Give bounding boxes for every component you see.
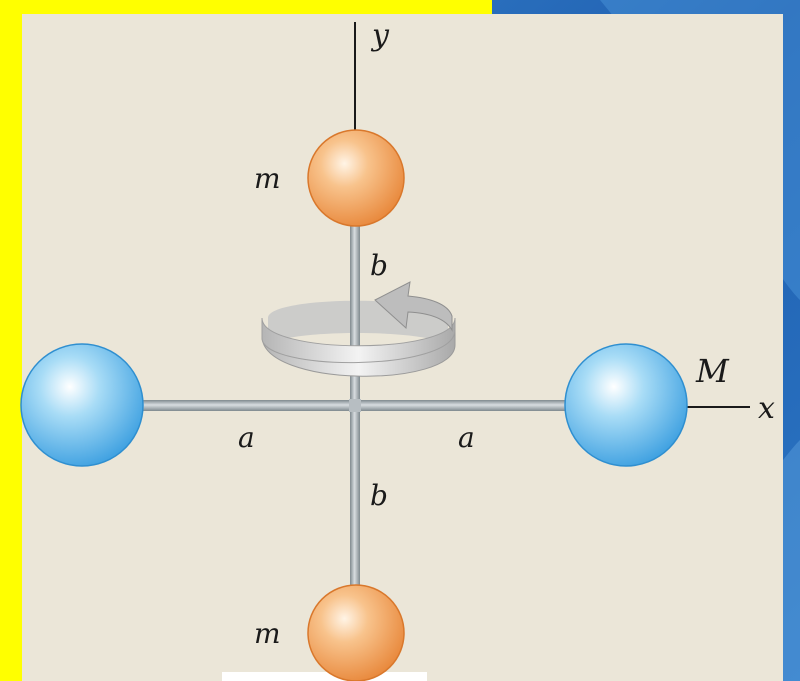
caption-strip — [222, 672, 427, 681]
top-mass-label: m — [254, 162, 281, 195]
x-axis-label: x — [758, 391, 775, 426]
left-distance-label: a — [238, 421, 255, 454]
right-mass-label: M — [695, 352, 730, 390]
right-large-mass — [564, 343, 688, 467]
yellow-top-band — [0, 0, 492, 14]
top-small-mass — [307, 129, 405, 227]
top-distance-label: b — [370, 249, 388, 282]
bottom-small-mass — [307, 584, 405, 681]
bottom-mass-label: m — [254, 617, 281, 650]
left-large-mass — [20, 343, 144, 467]
rotation-arrow-icon — [261, 281, 456, 377]
yellow-left-strip — [0, 0, 22, 681]
y-axis-label: y — [370, 18, 390, 53]
bottom-distance-label: b — [370, 479, 388, 512]
rod-joint — [349, 399, 361, 412]
right-distance-label: a — [458, 421, 475, 454]
